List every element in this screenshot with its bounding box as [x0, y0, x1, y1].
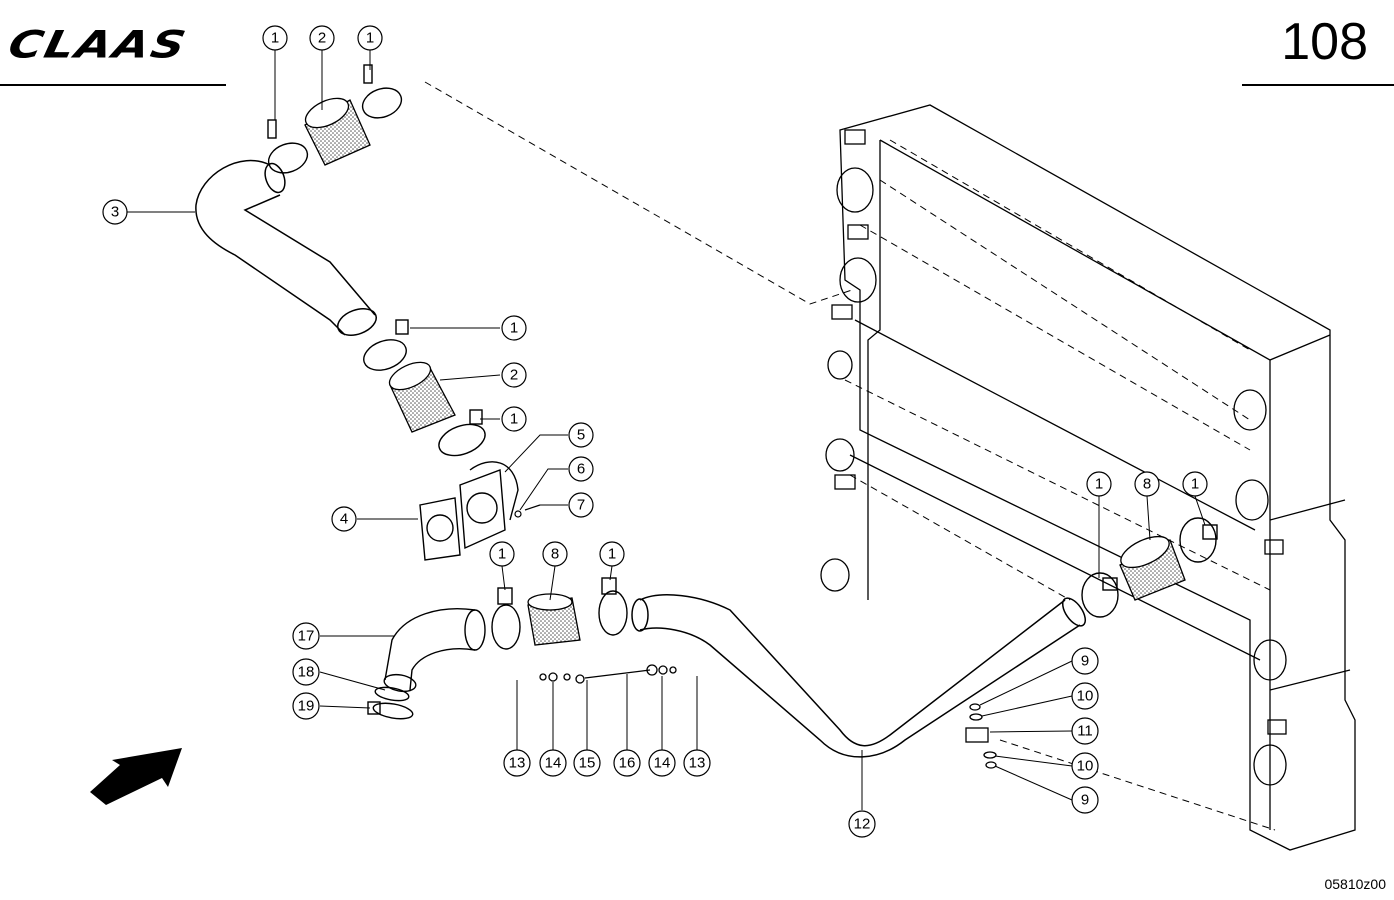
svg-text:4: 4: [340, 511, 348, 528]
leader-lines: [127, 50, 1206, 810]
assembly-guide-lines: [424, 81, 1276, 831]
callout-32: 9: [1071, 786, 1099, 814]
callout-2: 2: [309, 25, 335, 51]
callout-21: 16: [613, 749, 641, 777]
svg-text:14: 14: [545, 755, 562, 772]
callout-29: 10: [1071, 682, 1099, 710]
elbow-17: [383, 608, 486, 693]
callout-12: 1: [489, 541, 515, 567]
callout-markers: 1 2 1 3 1 2 1 5 6 7 4 1 8 1 17 18 19 13 …: [102, 25, 1208, 838]
svg-text:1: 1: [510, 411, 518, 428]
callout-24: 12: [848, 810, 876, 838]
callout-1: 1: [262, 25, 288, 51]
svg-text:13: 13: [689, 755, 706, 772]
callout-19: 14: [539, 749, 567, 777]
callout-3: 1: [357, 25, 383, 51]
svg-text:2: 2: [510, 367, 518, 384]
callout-20: 15: [573, 749, 601, 777]
callout-6: 2: [501, 362, 527, 388]
callout-18: 13: [503, 749, 531, 777]
hose-12: [631, 594, 1087, 758]
callout-16: 18: [292, 658, 320, 686]
callout-9: 6: [568, 456, 594, 482]
callout-30: 11: [1071, 717, 1099, 745]
svg-text:9: 9: [1081, 653, 1089, 670]
svg-text:1: 1: [1095, 476, 1103, 493]
callout-15: 17: [292, 622, 320, 650]
rubber-mount-11: [965, 703, 997, 769]
callout-23: 13: [683, 749, 711, 777]
svg-text:18: 18: [298, 664, 315, 681]
svg-text:19: 19: [298, 698, 315, 715]
svg-text:1: 1: [366, 30, 374, 47]
svg-text:8: 8: [551, 546, 559, 563]
sleeve-8-middle: [527, 593, 581, 646]
svg-text:1: 1: [271, 30, 279, 47]
callout-5: 1: [501, 315, 527, 341]
callout-27: 1: [1182, 471, 1208, 497]
direction-arrow: [90, 748, 182, 805]
svg-text:7: 7: [577, 497, 585, 514]
svg-text:13: 13: [509, 755, 526, 772]
svg-text:1: 1: [510, 320, 518, 337]
callout-28: 9: [1071, 647, 1099, 675]
callout-7: 1: [501, 406, 527, 432]
callout-8: 5: [568, 422, 594, 448]
radiator-package: [820, 104, 1356, 851]
bolt-7: [514, 504, 541, 518]
page-number: 108: [1281, 13, 1368, 71]
flange-5: [459, 461, 519, 550]
callout-4: 3: [102, 199, 128, 225]
svg-text:10: 10: [1077, 688, 1094, 705]
callout-22: 14: [648, 749, 676, 777]
gasket-4: [419, 497, 461, 561]
svg-text:8: 8: [1143, 476, 1151, 493]
cable-16: [539, 664, 677, 684]
svg-text:1: 1: [1191, 476, 1199, 493]
svg-text:9: 9: [1081, 792, 1089, 809]
callout-10: 7: [568, 492, 594, 518]
clamp-19: [367, 701, 414, 720]
sleeve-2-upper: [304, 97, 371, 166]
svg-text:14: 14: [654, 755, 671, 772]
callout-13: 8: [542, 541, 568, 567]
svg-text:5: 5: [577, 427, 585, 444]
svg-text:16: 16: [619, 755, 636, 772]
sleeve-8-right: [1119, 535, 1186, 601]
svg-text:1: 1: [608, 546, 616, 563]
svg-text:12: 12: [854, 816, 871, 833]
o-ring-18: [374, 686, 410, 702]
svg-text:3: 3: [111, 204, 119, 221]
svg-text:2: 2: [318, 30, 326, 47]
sleeve-2-lower: [388, 361, 456, 433]
svg-text:1: 1: [498, 546, 506, 563]
svg-text:15: 15: [579, 755, 596, 772]
svg-text:10: 10: [1077, 758, 1094, 775]
svg-text:6: 6: [577, 461, 585, 478]
callout-11: 4: [331, 506, 357, 532]
drawing-id: 05810z00: [1324, 876, 1386, 892]
callout-31: 10: [1071, 752, 1099, 780]
callout-17: 19: [292, 692, 320, 720]
svg-text:17: 17: [298, 628, 315, 645]
callout-25: 1: [1086, 471, 1112, 497]
callout-26: 8: [1134, 471, 1160, 497]
hose-3: [195, 159, 377, 336]
svg-text:11: 11: [1077, 723, 1093, 740]
hose-clamps: [267, 64, 1218, 650]
callout-14: 1: [599, 541, 625, 567]
